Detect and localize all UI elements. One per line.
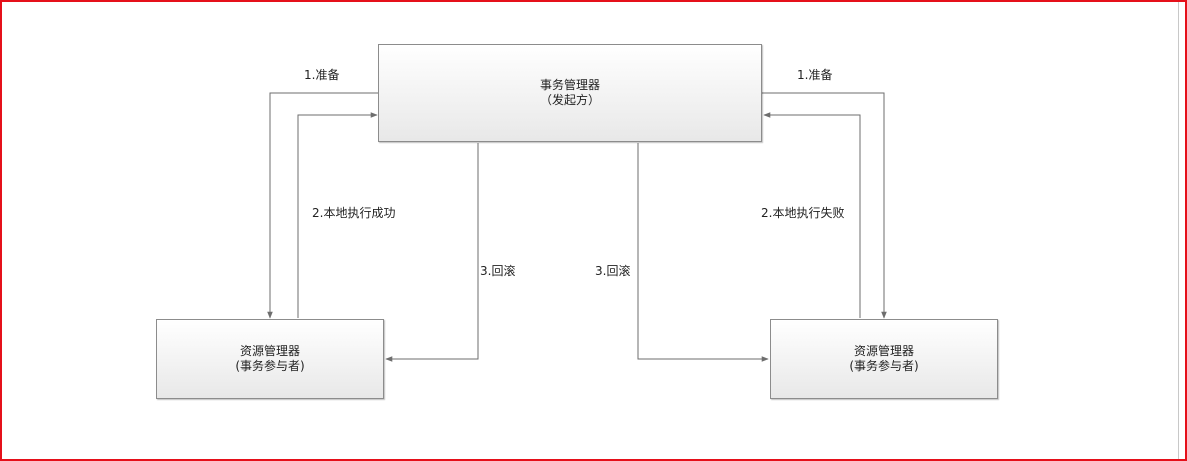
edge-rollback-left bbox=[385, 143, 479, 362]
label-prepare-right: 1.准备 bbox=[797, 68, 833, 82]
label-prepare-left: 1.准备 bbox=[304, 68, 340, 82]
edge-success-left bbox=[297, 112, 378, 318]
coordinator-title: 事务管理器 bbox=[539, 78, 600, 92]
label-success-left: 2.本地执行成功 bbox=[312, 206, 396, 220]
coordinator-subtitle: （发起方） bbox=[539, 93, 600, 107]
right-edge-line bbox=[1178, 2, 1179, 459]
edge-prepare-right bbox=[762, 92, 887, 319]
coordinator-node: 事务管理器 （发起方） bbox=[378, 44, 762, 142]
participant-right-title: 资源管理器 bbox=[853, 344, 914, 358]
label-rollback-left: 3.回滚 bbox=[480, 264, 516, 278]
participant-right-subtitle: (事务参与者) bbox=[849, 359, 919, 373]
label-rollback-right: 3.回滚 bbox=[595, 264, 631, 278]
edge-prepare-left bbox=[267, 92, 378, 319]
edge-fail-right bbox=[763, 112, 861, 318]
edge-rollback-right bbox=[637, 143, 769, 362]
participant-left-title: 资源管理器 bbox=[239, 344, 300, 358]
participant-left-node: 资源管理器 (事务参与者) bbox=[156, 319, 384, 399]
participant-right-node: 资源管理器 (事务参与者) bbox=[770, 319, 998, 399]
participant-left-subtitle: (事务参与者) bbox=[235, 359, 305, 373]
label-fail-right: 2.本地执行失败 bbox=[761, 206, 845, 220]
